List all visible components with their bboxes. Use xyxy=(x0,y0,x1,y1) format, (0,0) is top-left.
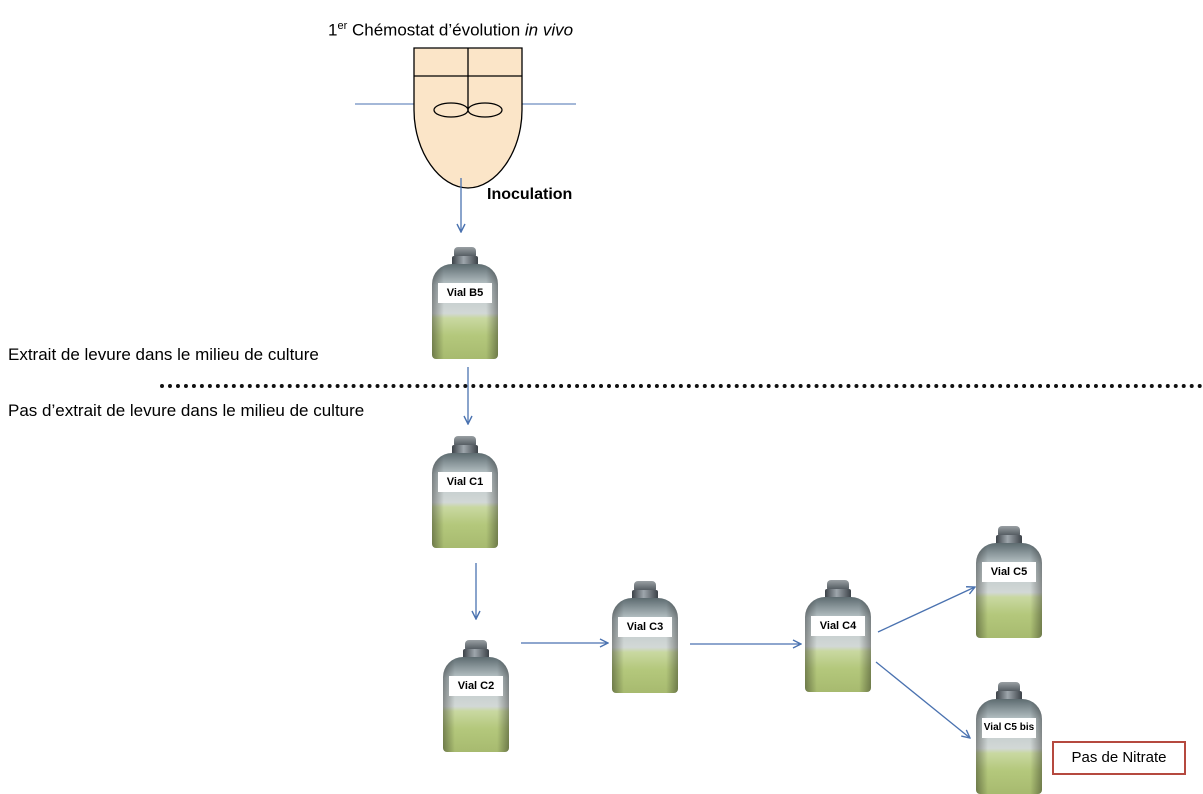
vial-label: Vial C2 xyxy=(449,676,503,696)
chemostat-body xyxy=(413,47,523,189)
diagram-title: 1er Chémostat d’évolution in vivo xyxy=(328,20,573,41)
vial-label: Vial B5 xyxy=(438,283,492,303)
medium-change-divider xyxy=(160,384,1203,388)
arrow-c4-to-c5bis xyxy=(875,661,970,738)
vial-c1: Vial C1 xyxy=(432,436,498,548)
vial-neck xyxy=(632,590,658,600)
zone-label-without-yeast-extract: Pas d’extrait de levure dans le milieu d… xyxy=(8,401,365,420)
vial-cap xyxy=(454,247,476,257)
vial-body xyxy=(976,699,1042,794)
no-nitrate-callout: Pas de Nitrate xyxy=(1052,741,1186,775)
vial-c2: Vial C2 xyxy=(443,640,509,752)
vial-cap xyxy=(998,682,1020,692)
title-text: Chémostat d’évolution xyxy=(347,20,525,40)
title-number: 1 xyxy=(328,20,338,40)
vial-neck xyxy=(452,445,478,455)
vial-cap xyxy=(998,526,1020,536)
vial-cap xyxy=(827,580,849,590)
zone-label-with-yeast-extract: Extrait de levure dans le milieu de cult… xyxy=(8,345,319,364)
stirrer-blade-right xyxy=(467,102,503,118)
arrow-c4-to-c5 xyxy=(877,587,975,633)
vial-neck xyxy=(463,649,489,659)
vial-body xyxy=(805,597,871,692)
vial-label: Vial C5 bis xyxy=(982,718,1036,738)
vial-label: Vial C1 xyxy=(438,472,492,492)
vial-label: Vial C4 xyxy=(811,616,865,636)
vial-c5: Vial C5 xyxy=(976,526,1042,638)
vial-cap xyxy=(634,581,656,591)
inoculation-label: Inoculation xyxy=(487,186,573,203)
vial-cap xyxy=(454,436,476,446)
vial-body xyxy=(432,264,498,359)
vial-body xyxy=(612,598,678,693)
vial-neck xyxy=(452,256,478,266)
vial-neck xyxy=(996,691,1022,701)
vial-cap xyxy=(465,640,487,650)
vial-c4: Vial C4 xyxy=(805,580,871,692)
vial-b5: Vial B5 xyxy=(432,247,498,359)
vial-body xyxy=(443,657,509,752)
vial-c5-bis: Vial C5 bis xyxy=(976,682,1042,794)
title-superscript: er xyxy=(337,20,348,32)
vial-body xyxy=(432,453,498,548)
vial-label: Vial C3 xyxy=(618,617,672,637)
vial-body xyxy=(976,543,1042,638)
title-italic: in vivo xyxy=(524,20,574,40)
vial-neck xyxy=(996,535,1022,545)
chemostat-vessel xyxy=(355,47,576,189)
vial-label: Vial C5 xyxy=(982,562,1036,582)
vial-c3: Vial C3 xyxy=(612,581,678,693)
vial-neck xyxy=(825,589,851,599)
